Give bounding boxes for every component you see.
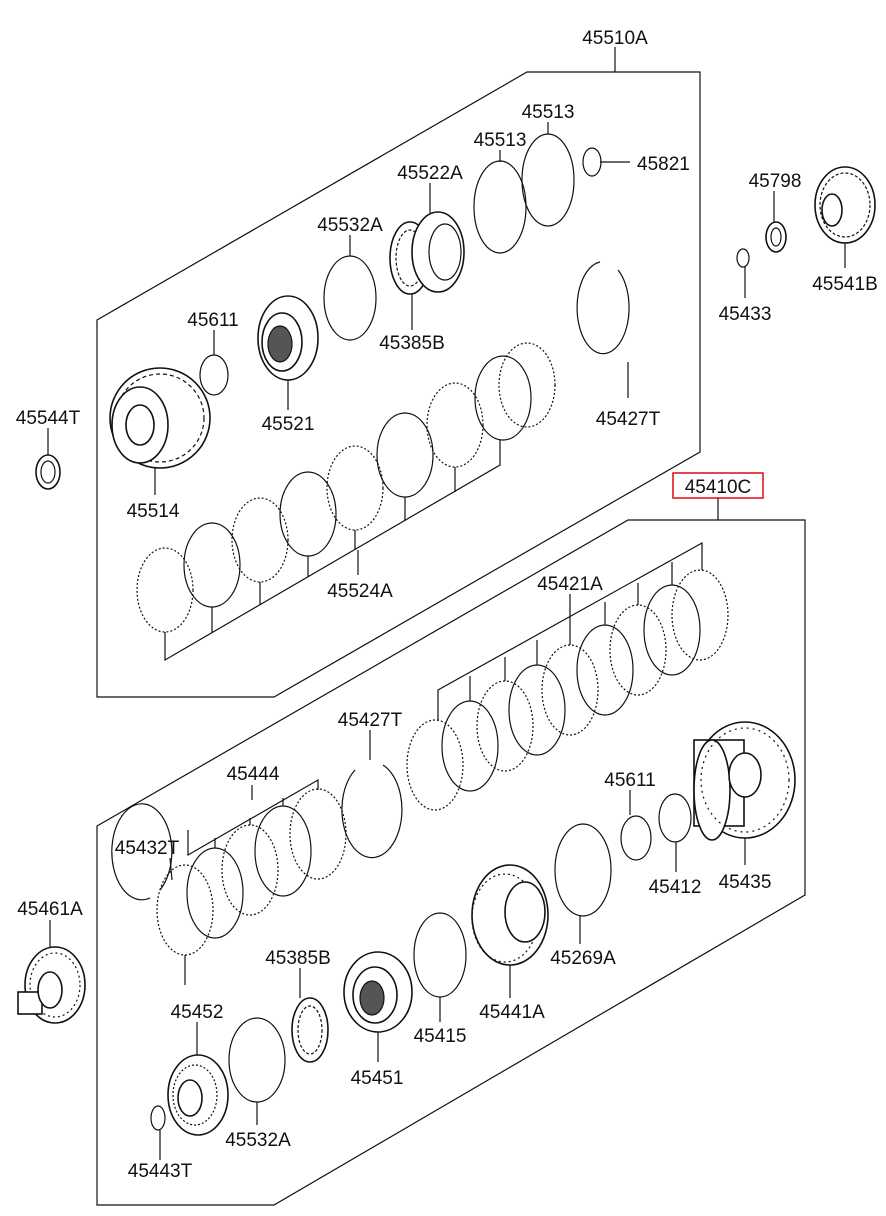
part-45269A-ring[interactable] bbox=[554, 823, 612, 917]
part-45443T-snap-ring[interactable] bbox=[150, 1105, 166, 1131]
label-45435[interactable]: 45435 bbox=[719, 872, 772, 893]
label-45521[interactable]: 45521 bbox=[262, 414, 315, 435]
label-45611-bottom[interactable]: 45611 bbox=[604, 770, 655, 791]
leader-lines bbox=[47, 47, 846, 1160]
part-45427T-snap-ring-top[interactable] bbox=[576, 261, 630, 355]
part-45421A-clutch-pack[interactable] bbox=[406, 569, 729, 811]
label-45514[interactable]: 45514 bbox=[127, 501, 180, 522]
label-45532A-top[interactable]: 45532A bbox=[317, 215, 383, 236]
part-45444-clutch-pack[interactable] bbox=[156, 788, 347, 956]
highlight-box-45410C bbox=[672, 472, 764, 499]
part-45522A-hub[interactable] bbox=[411, 211, 465, 293]
label-45798[interactable]: 45798 bbox=[749, 171, 802, 192]
part-45433-ring[interactable] bbox=[736, 248, 750, 268]
part-45513-ring-1[interactable] bbox=[473, 160, 527, 254]
part-45532A-seal-top[interactable] bbox=[323, 255, 377, 341]
part-45611-ring-bottom[interactable] bbox=[620, 815, 652, 861]
label-45513-1[interactable]: 45513 bbox=[522, 102, 575, 123]
part-45412-ring[interactable] bbox=[658, 793, 692, 843]
label-45524A[interactable]: 45524A bbox=[327, 581, 393, 602]
label-45385B-bottom[interactable]: 45385B bbox=[265, 948, 331, 969]
part-45385B-bearing-bottom[interactable] bbox=[291, 997, 329, 1063]
label-45532A-bottom[interactable]: 45532A bbox=[225, 1130, 291, 1151]
label-45522A[interactable]: 45522A bbox=[397, 163, 463, 184]
part-45432T-snap-ring[interactable] bbox=[111, 803, 173, 901]
label-45513-2[interactable]: 45513 bbox=[474, 130, 527, 151]
label-45461A[interactable]: 45461A bbox=[17, 899, 83, 920]
label-45441A[interactable]: 45441A bbox=[479, 1002, 545, 1023]
label-45452[interactable]: 45452 bbox=[171, 1002, 224, 1023]
part-45821-snap-ring[interactable] bbox=[582, 147, 602, 177]
label-45510A[interactable]: 45510A bbox=[582, 28, 648, 49]
part-45611-ring[interactable] bbox=[199, 354, 229, 396]
label-45412[interactable]: 45412 bbox=[649, 877, 702, 898]
label-45385B-top[interactable]: 45385B bbox=[379, 333, 445, 354]
label-45611-top[interactable]: 45611 bbox=[187, 310, 238, 331]
label-45443T[interactable]: 45443T bbox=[128, 1161, 193, 1182]
part-45461A-shaft-gear[interactable] bbox=[17, 946, 86, 1024]
clutch-pack-bracket-top bbox=[164, 440, 501, 662]
part-45798-washer[interactable] bbox=[765, 221, 787, 253]
label-45451[interactable]: 45451 bbox=[351, 1068, 404, 1089]
label-45415[interactable]: 45415 bbox=[414, 1026, 467, 1047]
label-45541B[interactable]: 45541B bbox=[812, 274, 878, 295]
label-45821[interactable]: 45821 bbox=[637, 154, 690, 175]
part-45521-piston[interactable] bbox=[257, 295, 319, 381]
label-45432T[interactable]: 45432T bbox=[115, 838, 180, 859]
part-45541B-gear[interactable] bbox=[814, 166, 876, 244]
part-45532A-seal-bottom[interactable] bbox=[228, 1017, 286, 1103]
clutch-pack-bracket-low bbox=[187, 778, 319, 857]
part-45451-piston[interactable] bbox=[343, 951, 413, 1033]
upper-assembly-outline bbox=[96, 71, 701, 698]
label-45444[interactable]: 45444 bbox=[227, 764, 280, 785]
part-45427T-snap-ring-mid[interactable] bbox=[341, 764, 403, 859]
label-45269A[interactable]: 45269A bbox=[550, 948, 616, 969]
label-45544T[interactable]: 45544T bbox=[16, 408, 81, 429]
lower-assembly-outline bbox=[96, 519, 806, 1206]
part-45452-hub[interactable] bbox=[167, 1054, 229, 1136]
label-45427T-mid[interactable]: 45427T bbox=[338, 710, 403, 731]
part-45544T-washer[interactable] bbox=[35, 454, 61, 490]
part-45435-drum[interactable] bbox=[693, 721, 796, 841]
part-45415-ring[interactable] bbox=[413, 912, 467, 998]
part-45441A-gear[interactable] bbox=[471, 864, 549, 966]
label-45433[interactable]: 45433 bbox=[719, 304, 772, 325]
part-45514-drum[interactable] bbox=[109, 367, 211, 469]
label-45410C[interactable]: 45410C bbox=[685, 477, 752, 498]
label-45427T-top[interactable]: 45427T bbox=[596, 409, 661, 430]
part-45513-ring-2[interactable] bbox=[521, 133, 575, 227]
label-45421A[interactable]: 45421A bbox=[537, 574, 603, 595]
